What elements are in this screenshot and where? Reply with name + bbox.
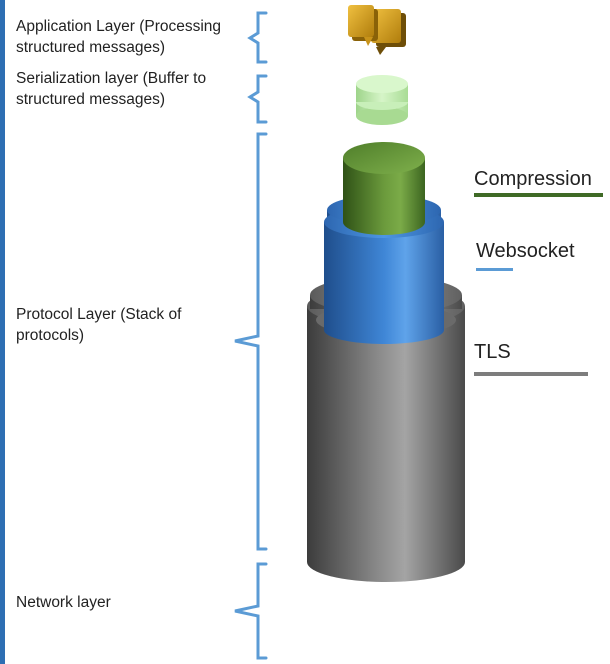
bracket-network: [234, 562, 268, 660]
compression-label: Compression: [474, 168, 592, 190]
compression-cylinder: [343, 142, 425, 235]
bracket-application: [247, 11, 268, 64]
websocket-underline: [476, 268, 513, 271]
bracket-protocol: [234, 132, 268, 551]
bracket-serialization: [247, 74, 268, 124]
websocket-label: Websocket: [476, 240, 575, 262]
buffer-disk-icon: [356, 75, 408, 125]
serialization-layer-label: Serialization layer (Buffer to structure…: [16, 70, 207, 108]
tls-label: TLS: [474, 341, 511, 363]
network-layer-label: Network layer: [16, 594, 111, 611]
left-accent-bar: [0, 0, 5, 664]
compression-underline: [474, 193, 603, 197]
protocol-layer-label: Protocol Layer (Stack of protocols): [16, 306, 182, 344]
message-bubbles-icon: [348, 5, 406, 55]
application-layer-label: Application Layer (Processing structured…: [16, 18, 222, 56]
tls-underline: [474, 372, 588, 376]
